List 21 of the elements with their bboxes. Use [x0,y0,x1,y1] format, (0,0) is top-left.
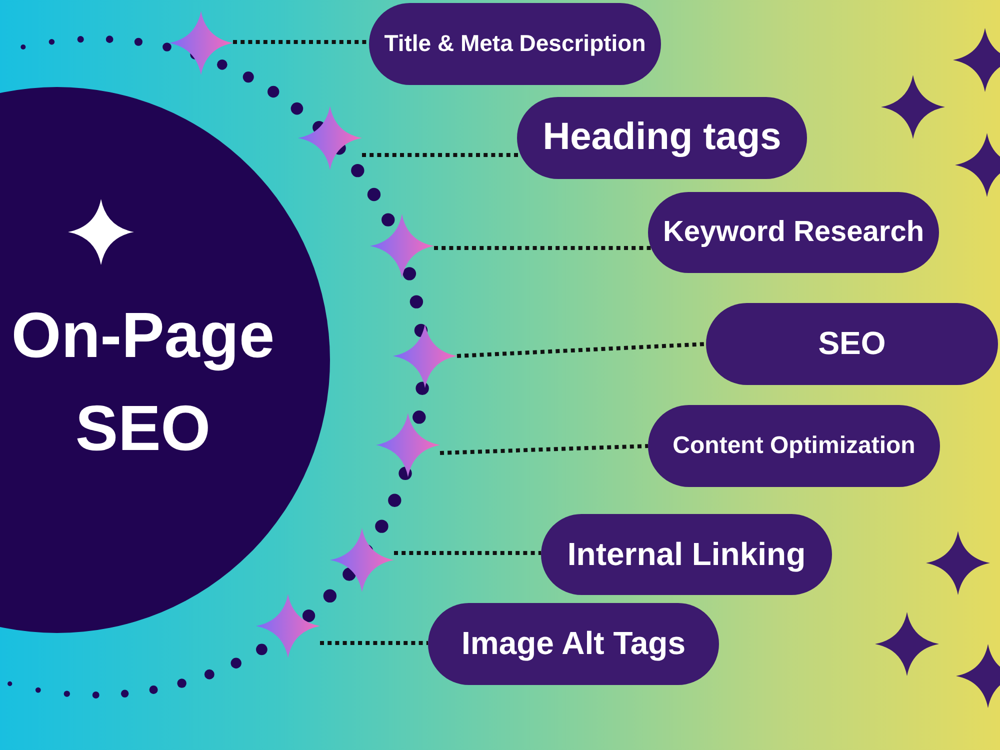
leader-line [434,246,652,250]
sparkle-icon [330,528,394,592]
topic-label: Title & Meta Description [384,31,646,57]
sparkle-icon [393,324,457,388]
leader-line [320,641,428,645]
sparkle-icon [376,413,440,477]
leader-line [394,551,542,555]
topic-label: Internal Linking [567,536,806,572]
leader-line [456,342,706,358]
topic-label: SEO [818,326,886,362]
topic-label: Heading tags [542,117,782,159]
topic-label: Content Optimization [672,432,916,460]
sparkle-icon [256,594,320,658]
leader-line [440,444,648,455]
topic-label: Keyword Research [662,216,924,248]
topic-label: Image Alt Tags [461,626,686,662]
sparkle-icon [370,214,434,278]
topic-title: On-Page SEO [10,298,276,466]
leader-line [362,153,521,157]
sparkle-icon [169,11,233,75]
sparkle-icon [298,106,362,170]
